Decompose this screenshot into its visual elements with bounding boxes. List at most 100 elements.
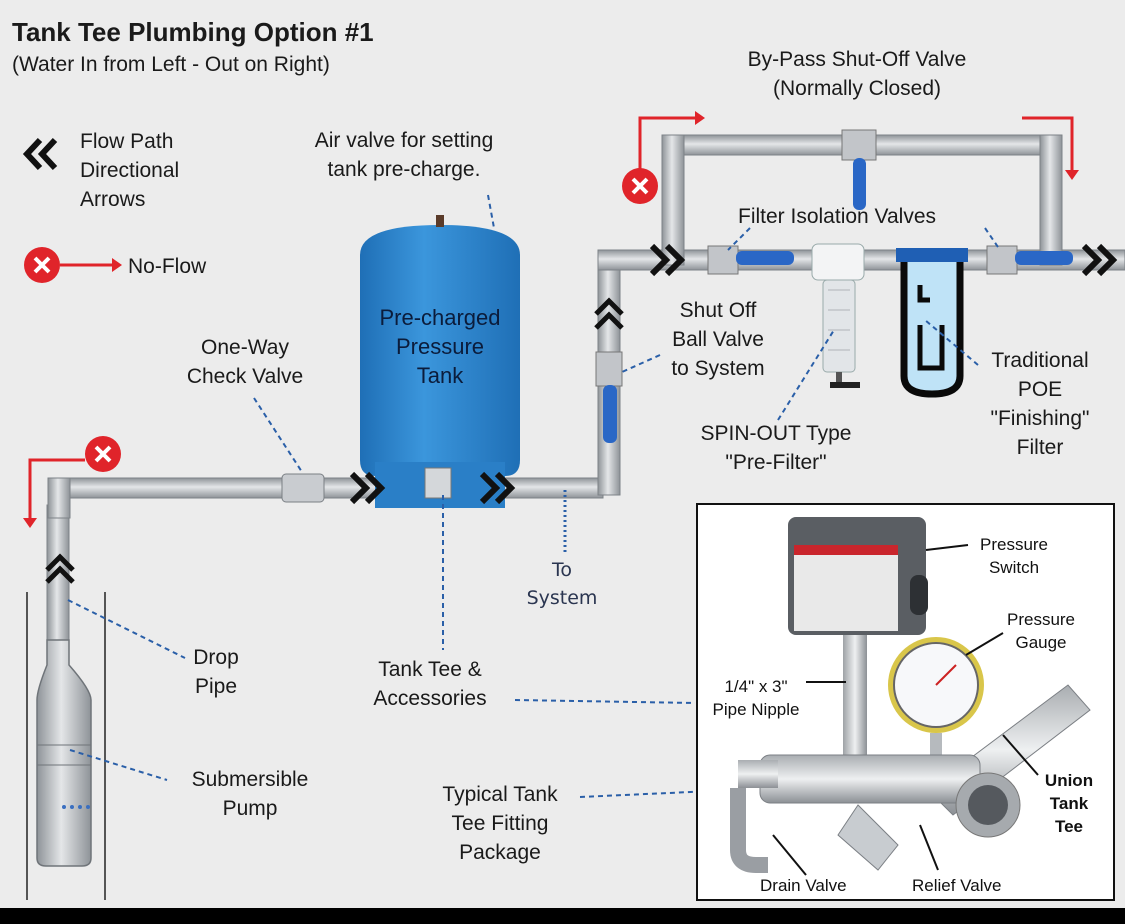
shut-off-line-2: Ball Valve: [672, 328, 764, 351]
filter-line-flow-arrow-icon: [649, 243, 686, 277]
tank-tee-accessories-label: Tank Tee & Accessories: [350, 655, 510, 713]
drop-pipe-line-1: Drop: [193, 646, 239, 669]
nipple-line-1: 1/4" x 3": [724, 677, 788, 696]
bypass-no-flow-icon: [622, 111, 1079, 204]
air-valve-line-2: tank pre-charge.: [327, 158, 481, 181]
pump-line-1: Submersible: [191, 768, 309, 791]
check-valve-label: One-Way Check Valve: [160, 333, 330, 391]
bypass-label-line-1: By-Pass Shut-Off Valve: [747, 48, 967, 71]
spin-out-line-2: "Pre-Filter": [725, 451, 827, 474]
check-valve-line-2: Check Valve: [186, 365, 304, 388]
well-no-flow-icon: [23, 436, 121, 528]
inset-leader-lines: [772, 544, 1039, 876]
air-valve-line-1: Air valve for setting: [314, 129, 494, 152]
check-valve: [281, 473, 325, 503]
tee-body: [759, 754, 981, 804]
drop-pipe-flow-arrow-icon: [45, 553, 75, 584]
package-line-1: Typical Tank: [442, 783, 558, 806]
tee-outlet-bore: [968, 785, 1008, 825]
shut-off-line-1: Shut Off: [679, 299, 757, 322]
nipple-line-2: Pipe Nipple: [712, 700, 800, 719]
bypass-valve-label: By-Pass Shut-Off Valve (Normally Closed): [712, 45, 1002, 103]
union-tank-tee-label: Union Tank Tee: [1034, 769, 1104, 838]
bypass-left-leg: [661, 134, 685, 266]
submersible-pump: [36, 639, 92, 867]
shut-off-ball-valve: [595, 351, 623, 443]
pressure-gauge: [888, 637, 984, 755]
to-system-line-1: To: [551, 559, 572, 581]
poe-filter-label: Traditional POE "Finishing" Filter: [970, 346, 1110, 462]
relief-valve-label: Relief Valve: [912, 876, 1002, 895]
tank-outlet-flow-arrow-icon: [479, 471, 516, 505]
package-line-3: Package: [459, 841, 541, 864]
legend-flow-path-text: Flow Path Directional Arrows: [80, 127, 179, 214]
page-subtitle: (Water In from Left - Out on Right): [12, 53, 330, 76]
poe-line-3: "Finishing": [990, 407, 1090, 430]
poe-line-1: Traditional: [991, 349, 1089, 372]
well-elbow: [47, 477, 71, 519]
tank-tee-line-2: Accessories: [373, 687, 487, 710]
main-supply-pipe: [57, 477, 604, 499]
tank-inlet-flow-arrow-icon: [349, 471, 386, 505]
spin-out-label: SPIN-OUT Type "Pre-Filter": [676, 419, 876, 477]
switch-line-2: Switch: [988, 558, 1040, 577]
tank-tee-inset-panel: Pressure Switch Pressure Gauge 1/4" x 3"…: [696, 503, 1115, 901]
legend-no-flow-text: No-Flow: [128, 255, 207, 278]
switch-line-1: Pressure: [979, 535, 1049, 554]
bypass-valve: [841, 129, 877, 210]
union-line-1: Union: [1044, 771, 1094, 790]
pump-line-2: Pump: [222, 797, 278, 820]
outlet-flow-arrow-icon: [1081, 243, 1118, 277]
pipe-nipple-label: 1/4" x 3" Pipe Nipple: [706, 675, 806, 721]
union-line-2: Tank: [1049, 794, 1089, 813]
bypass-right-leg: [1039, 134, 1063, 266]
legend-flow-arrow-icon: [22, 137, 58, 171]
spin-out-prefilter: [811, 243, 865, 388]
tank-label: Pre-charged Pressure Tank: [362, 303, 518, 390]
tank-label-line-1: Pre-charged: [379, 305, 501, 330]
drop-pipe-label: Drop Pipe: [176, 643, 256, 701]
relief-valve: [837, 804, 899, 871]
tank-tee-line-1: Tank Tee &: [378, 658, 482, 681]
submersible-pump-label: Submersible Pump: [170, 765, 330, 823]
tank-label-line-2: Pressure: [395, 334, 485, 359]
shut-off-valve-label: Shut Off Ball Valve to System: [655, 296, 781, 383]
air-valve-label: Air valve for setting tank pre-charge.: [284, 126, 524, 184]
poe-line-4: Filter: [1016, 436, 1064, 459]
tank-tee-fitting: [424, 467, 452, 499]
typical-package-label: Typical Tank Tee Fitting Package: [420, 780, 580, 867]
legend-flow-line-3: Arrows: [80, 188, 146, 211]
riser-flow-arrow-icon: [594, 297, 624, 330]
spin-out-line-1: SPIN-OUT Type: [700, 422, 852, 445]
pressure-switch: [788, 517, 928, 635]
bypass-label-line-2: (Normally Closed): [772, 77, 942, 100]
drain-valve-label: Drain Valve: [760, 876, 847, 895]
tank-tee-illustration: [730, 517, 1091, 876]
filter-isolation-valve-right: [986, 245, 1073, 275]
poe-finishing-filter: [896, 248, 968, 398]
drain-valve: [730, 760, 778, 873]
drop-pipe-line-2: Pipe: [194, 675, 238, 698]
pressure-gauge-label: Pressure Gauge: [996, 608, 1086, 654]
page-title: Tank Tee Plumbing Option #1: [12, 17, 374, 47]
legend-no-flow-icon: [24, 247, 122, 283]
to-system-label: To System: [520, 556, 604, 612]
legend-flow-line-2: Directional: [80, 159, 180, 182]
pressure-switch-label: Pressure Switch: [974, 533, 1054, 579]
shut-off-line-3: to System: [671, 357, 765, 380]
well-casing: [26, 592, 106, 900]
check-valve-line-1: One-Way: [201, 336, 289, 359]
filter-isolation-valve-left: [707, 245, 794, 275]
tank-label-line-3: Tank: [416, 363, 464, 388]
to-system-line-2: System: [526, 587, 598, 609]
package-line-2: Tee Fitting: [451, 812, 549, 835]
legend-flow-line-1: Flow Path: [80, 130, 174, 153]
bottom-black-bar: [0, 908, 1125, 924]
union-line-3: Tee: [1054, 817, 1084, 836]
gauge-line-2: Gauge: [1015, 633, 1067, 652]
filter-isolation-label: Filter Isolation Valves: [738, 205, 937, 228]
gauge-line-1: Pressure: [1006, 610, 1076, 629]
poe-line-2: POE: [1017, 378, 1063, 401]
